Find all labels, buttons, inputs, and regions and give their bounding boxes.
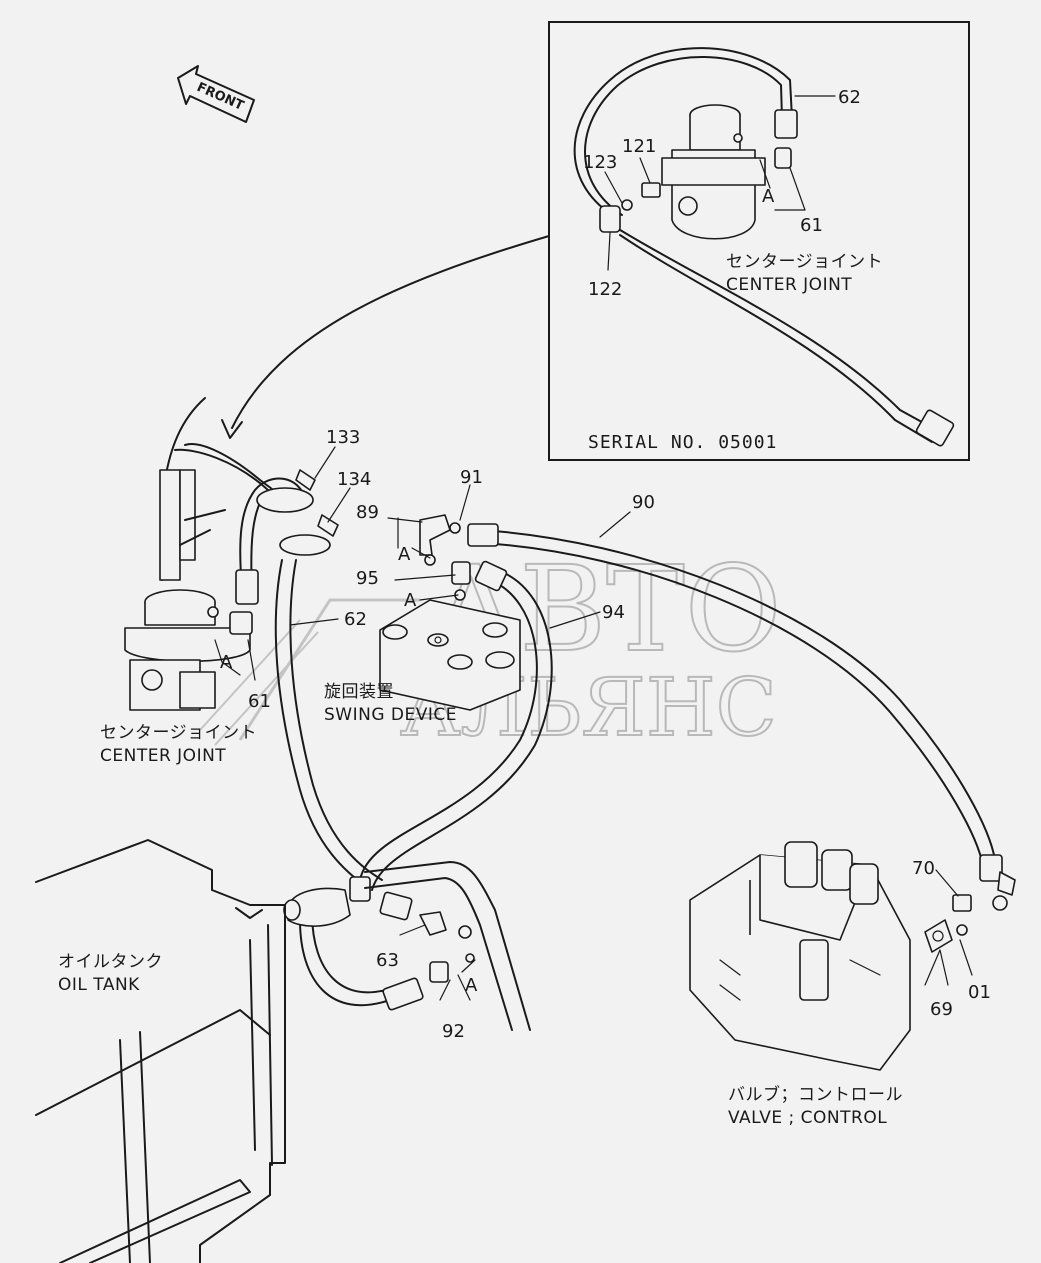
- inset-serial: SERIAL NO. 05001: [588, 432, 777, 453]
- cj-elbow-61: [229, 611, 253, 635]
- watermark-logo: [238, 598, 420, 741]
- callout-a-4: A: [465, 975, 478, 996]
- callout-89: 89: [356, 502, 379, 523]
- oring-01: [956, 924, 968, 936]
- center-joint-jp: センタージョイント: [100, 723, 257, 743]
- swing-device-jp: 旋回装置: [324, 682, 394, 702]
- inset-callout-122: 122: [588, 279, 622, 300]
- center-joint-en: CENTER JOINT: [100, 746, 226, 766]
- callout-a-3: A: [220, 652, 233, 673]
- callout-133: 133: [326, 427, 360, 448]
- callout-a-2: A: [404, 590, 417, 611]
- oil-tank-en: OIL TANK: [58, 975, 140, 995]
- valve-control-en: VALVE ; CONTROL: [728, 1108, 887, 1128]
- inset-washer: [621, 199, 633, 211]
- inset-callout-121: 121: [622, 136, 656, 157]
- inset-hose-upper: [573, 47, 793, 216]
- callout-92: 92: [442, 1021, 465, 1042]
- clamp-134: [279, 534, 331, 556]
- swing-device: [379, 599, 521, 711]
- hose-joint-block: [287, 887, 351, 927]
- inset-center-joint-en: CENTER JOINT: [726, 275, 852, 295]
- front-arrow: FRONT: [177, 65, 255, 123]
- inset-center-joint-jp: センタージョイント: [726, 252, 883, 272]
- callout-90: 90: [632, 492, 655, 513]
- elbow-89: [419, 514, 451, 556]
- inset-detail: 62 121 123 A 61 122 センタージョイント CENTER JOI…: [548, 21, 970, 461]
- hose-62: [274, 559, 371, 891]
- callout-91: 91: [460, 467, 483, 488]
- callout-69: 69: [930, 999, 953, 1020]
- inset-hose-lower: [611, 224, 941, 433]
- callout-95: 95: [356, 568, 379, 589]
- inset-callout-a: A: [762, 186, 775, 207]
- inset-callout-61: 61: [800, 215, 823, 236]
- oil-tank-jp: オイルタンク: [58, 952, 163, 972]
- callout-63: 63: [376, 950, 399, 971]
- hose-90: [479, 529, 996, 861]
- watermark-logo-lines: [199, 619, 319, 746]
- inset-callout-123: 123: [583, 152, 617, 173]
- oil-tank: [35, 839, 286, 1263]
- callout-70: 70: [912, 858, 935, 879]
- main-callouts: 133 134 91 90 89 A 95 A 62 94 A 61 70 63…: [220, 427, 991, 1042]
- inset-bolt: [641, 182, 661, 198]
- main-center-joint: [124, 397, 306, 711]
- callout-a-1: A: [398, 544, 411, 565]
- hose-94: [359, 579, 538, 881]
- main-labels: 旋回装置 SWING DEVICE センタージョイント CENTER JOINT…: [58, 682, 903, 1128]
- control-valve: [689, 841, 972, 1071]
- callout-01: 01: [968, 982, 991, 1003]
- callout-134: 134: [337, 469, 371, 490]
- inset-hose-fitting-end: [915, 409, 955, 447]
- inset-hose-fitting-top: [774, 109, 798, 139]
- inset-elbow: [774, 147, 792, 169]
- swing-device-en: SWING DEVICE: [324, 705, 457, 725]
- callout-61: 61: [248, 691, 271, 712]
- fitting-92: [429, 961, 449, 983]
- inset-clamp: [599, 205, 621, 233]
- hose-tank: [299, 919, 391, 1007]
- inset-frame: [548, 21, 970, 461]
- fitting-95: [451, 561, 471, 585]
- detail-pointer-arrow: [231, 235, 550, 429]
- fitting-63: [419, 911, 447, 936]
- bolt-70: [952, 894, 972, 912]
- valve-control-jp: バルブ；コントロール: [728, 1084, 903, 1105]
- flange-69: [924, 919, 953, 953]
- inset-callout-62: 62: [838, 87, 861, 108]
- callout-94: 94: [602, 602, 625, 623]
- cj-hose-fitting: [235, 569, 259, 605]
- callout-62: 62: [344, 609, 367, 630]
- clamp-133: [256, 487, 314, 513]
